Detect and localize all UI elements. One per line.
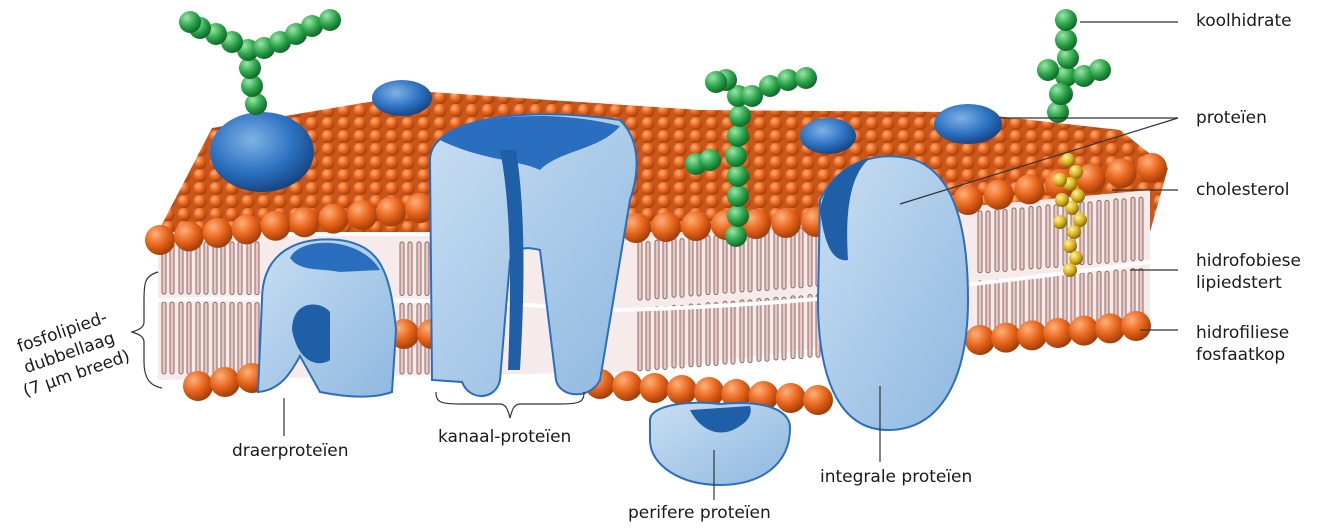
- peripheral-protein: [650, 403, 790, 485]
- label-channel-protein: kanaal-proteïen: [438, 426, 571, 448]
- label-hydrophilic-head: hidrofiliese fosfaatkop: [1196, 322, 1289, 366]
- label-hydrophobic-tail: hidrofobiese lipiedstert: [1196, 250, 1301, 294]
- carrier-protein: [258, 239, 396, 396]
- label-tail-line1: hidrofobiese: [1196, 250, 1301, 272]
- label-cholesterol: cholesterol: [1196, 179, 1289, 201]
- label-carrier-protein: draerproteïen: [232, 440, 349, 462]
- label-head-line1: hidrofiliese: [1196, 322, 1289, 344]
- label-integral-protein: integrale proteïen: [820, 466, 972, 488]
- label-carbohydrate: koolhidrate: [1196, 10, 1292, 32]
- label-proteins: proteïen: [1196, 107, 1267, 129]
- label-tail-line2: lipiedstert: [1196, 272, 1301, 294]
- label-peripheral-protein: perifere proteïen: [628, 502, 771, 524]
- label-head-line2: fosfaatkop: [1196, 344, 1289, 366]
- integral-protein: [818, 156, 968, 430]
